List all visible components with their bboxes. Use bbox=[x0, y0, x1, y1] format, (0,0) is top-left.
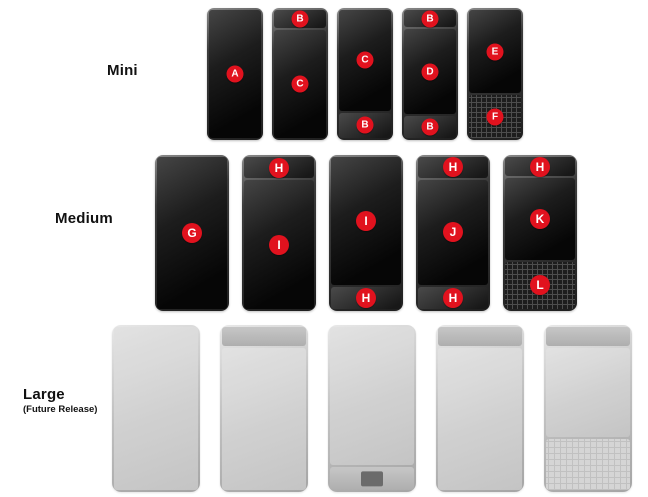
light-bar-module-module bbox=[330, 467, 414, 490]
light-body-module bbox=[438, 348, 522, 490]
keyboard-module: F bbox=[469, 95, 521, 138]
row-label-large: Large bbox=[23, 386, 65, 403]
screen-module: K bbox=[505, 178, 575, 260]
module-badge-H: H bbox=[530, 156, 550, 177]
module-badge-G: G bbox=[182, 223, 202, 243]
small-module: B bbox=[274, 10, 326, 28]
screen-module: I bbox=[244, 180, 314, 309]
row-label-medium: Medium bbox=[55, 210, 113, 227]
large-phone-2 bbox=[220, 325, 308, 492]
large-phone-1 bbox=[112, 325, 200, 492]
module-badge-B: B bbox=[421, 118, 439, 136]
small-module: B bbox=[404, 115, 456, 138]
light-bar-module bbox=[222, 327, 306, 347]
medium-phone-4: H J H bbox=[416, 155, 490, 311]
large-phone-3 bbox=[328, 325, 416, 492]
large-phone-5 bbox=[544, 325, 632, 492]
module-badge-J: J bbox=[443, 222, 463, 243]
screen-module: D bbox=[404, 29, 456, 114]
light-body-module bbox=[546, 348, 630, 438]
screen-module: G bbox=[157, 157, 227, 309]
mini-phone-1: A bbox=[207, 8, 263, 140]
module-badge-H: H bbox=[269, 157, 289, 178]
module-badge-B: B bbox=[421, 10, 439, 28]
screen-module: E bbox=[469, 10, 521, 94]
row-label-mini: Mini bbox=[107, 62, 138, 79]
module-badge-I: I bbox=[269, 234, 289, 255]
small-module: B bbox=[404, 10, 456, 28]
small-module: H bbox=[244, 157, 314, 178]
module-badge-C: C bbox=[291, 75, 309, 93]
module-badge-H: H bbox=[443, 287, 463, 308]
phone-group-large bbox=[112, 325, 632, 492]
light-body-module bbox=[222, 348, 306, 490]
module-badge-H: H bbox=[443, 157, 463, 178]
light-bar-module bbox=[438, 327, 522, 347]
module-badge-I: I bbox=[356, 210, 376, 231]
module-badge-K: K bbox=[530, 208, 550, 229]
screen-module: C bbox=[274, 29, 326, 138]
small-module: B bbox=[339, 112, 391, 138]
light-body-module bbox=[114, 327, 198, 490]
light-bar-module bbox=[546, 327, 630, 347]
module-badge-A: A bbox=[226, 65, 244, 83]
medium-phone-1: G bbox=[155, 155, 229, 311]
module-badge-D: D bbox=[421, 63, 439, 81]
module-badge-B: B bbox=[291, 10, 309, 28]
keyboard-module: L bbox=[505, 261, 575, 309]
light-keyboard-module bbox=[546, 439, 630, 490]
module-badge-E: E bbox=[486, 43, 504, 61]
row-label-large-block: Large (Future Release) bbox=[23, 386, 97, 415]
small-module: H bbox=[418, 286, 488, 309]
screen-module: I bbox=[331, 157, 401, 285]
row-sublabel-future-release: (Future Release) bbox=[23, 404, 98, 415]
module-badge-F: F bbox=[486, 108, 504, 126]
small-module: H bbox=[418, 157, 488, 178]
module-badge-B: B bbox=[356, 116, 374, 134]
mini-phone-4: B D B bbox=[402, 8, 458, 140]
small-module: H bbox=[331, 286, 401, 309]
small-module: H bbox=[505, 156, 575, 177]
module-badge-H: H bbox=[356, 287, 376, 308]
large-phone-4 bbox=[436, 325, 524, 492]
screen-module: A bbox=[209, 10, 261, 138]
screen-module: C bbox=[339, 10, 391, 111]
screen-module: J bbox=[418, 179, 488, 285]
medium-phone-5: H K L bbox=[503, 155, 577, 311]
module-badge-L: L bbox=[530, 275, 550, 296]
light-body-module bbox=[330, 327, 414, 466]
module-badge-C: C bbox=[356, 51, 374, 69]
